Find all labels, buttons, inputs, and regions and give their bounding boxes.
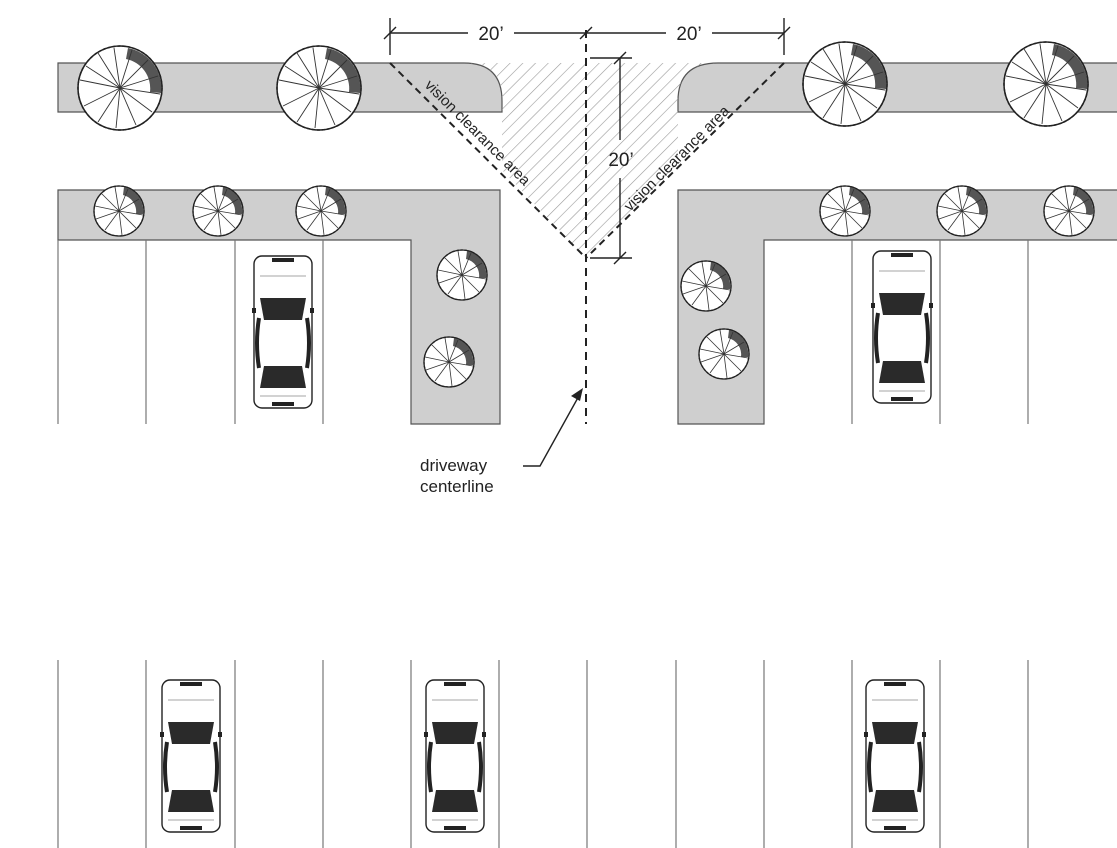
centerline-label-line2: centerline <box>420 477 494 496</box>
car-icon <box>158 678 224 834</box>
tree-icon <box>819 185 871 237</box>
dimension-horizontal <box>383 18 791 55</box>
tree-icon <box>423 336 475 388</box>
parking-stalls-top <box>57 240 1029 424</box>
centerline-leader-arrow <box>571 388 583 401</box>
car-icon <box>862 678 928 834</box>
car-icon <box>869 249 935 405</box>
tree-icon <box>93 185 145 237</box>
vision-clearance-areas <box>389 62 785 259</box>
dimension-label-left: 20’ <box>478 24 503 45</box>
parking-stalls-bottom <box>57 660 1029 848</box>
dimension-label-vertical: 20’ <box>608 150 633 171</box>
tree-icon <box>802 41 888 127</box>
tree-icon <box>295 185 347 237</box>
dimension-vertical <box>590 51 632 265</box>
dimension-label-right: 20’ <box>676 24 701 45</box>
tree-icon <box>1043 185 1095 237</box>
tree-icon <box>192 185 244 237</box>
car-icon <box>422 678 488 834</box>
tree-icon <box>1003 41 1089 127</box>
centerline-label-line1: driveway <box>420 456 488 475</box>
car-icon <box>250 254 316 410</box>
tree-icon <box>936 185 988 237</box>
tree-icon <box>436 249 488 301</box>
tree-icon <box>77 45 163 131</box>
tree-icon <box>680 260 732 312</box>
tree-icon <box>276 45 362 131</box>
tree-icon <box>698 328 750 380</box>
centerline-leader <box>523 393 581 467</box>
